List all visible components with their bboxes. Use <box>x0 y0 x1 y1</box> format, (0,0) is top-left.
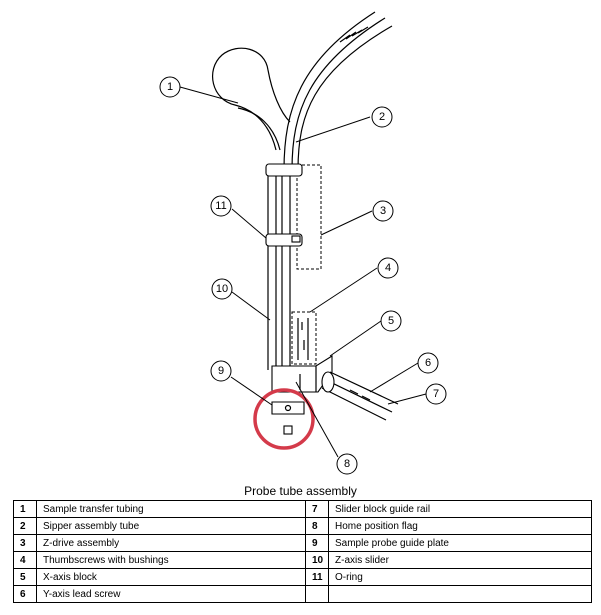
callout-label: 6 <box>425 357 431 369</box>
callout-10: 10 <box>211 278 233 300</box>
callout-label: 10 <box>216 283 228 295</box>
upper-clamp <box>265 163 303 177</box>
part-name: Home position flag <box>328 517 592 535</box>
part-number: 6 <box>13 585 37 603</box>
table-row: 1 Sample transfer tubing 7 Slider block … <box>13 500 592 518</box>
probe-tube-assembly-drawing: 1 2 3 4 5 6 7 8 9 10 11 <box>159 11 447 475</box>
z-axis-slider <box>267 168 291 370</box>
table-row: 5 X-axis block 11 O-ring <box>13 568 592 586</box>
callout-label: 7 <box>433 388 439 400</box>
part-name: Slider block guide rail <box>328 500 592 518</box>
part-number: 2 <box>13 517 37 535</box>
figure-caption: Probe tube assembly <box>244 484 357 498</box>
part-number: 3 <box>13 534 37 552</box>
part-name: Sample probe guide plate <box>328 534 592 552</box>
part-number: 8 <box>305 517 329 535</box>
callout-label: 2 <box>379 111 385 123</box>
callout-label: 11 <box>215 200 226 212</box>
table-row: 4 Thumbscrews with bushings 10 Z-axis sl… <box>13 551 592 569</box>
callout-label: 1 <box>167 81 173 93</box>
table-row: 3 Z-drive assembly 9 Sample probe guide … <box>13 534 592 552</box>
sipper-assembly-tube <box>283 11 376 171</box>
callout-5: 5 <box>380 310 402 332</box>
part-number: 9 <box>305 534 329 552</box>
y-axis-lead-screw <box>321 371 399 421</box>
callout-label: 9 <box>218 365 224 377</box>
part-name: X-axis block <box>36 568 306 586</box>
table-row: 6 Y-axis lead screw <box>13 585 592 603</box>
part-number: 1 <box>13 500 37 518</box>
part-number: 10 <box>305 551 329 569</box>
callout-label: 5 <box>388 315 394 327</box>
thumbscrews-outline <box>291 311 317 365</box>
part-name <box>328 585 592 603</box>
part-name: Z-drive assembly <box>36 534 306 552</box>
callout-11: 11 <box>210 195 232 217</box>
part-number: 5 <box>13 568 37 586</box>
callout-3: 3 <box>372 200 394 222</box>
callout-1: 1 <box>159 76 181 98</box>
table-row: 2 Sipper assembly tube 8 Home position f… <box>13 517 592 535</box>
callout-label: 8 <box>344 458 350 470</box>
part-name: Thumbscrews with bushings <box>36 551 306 569</box>
sample-probe-guide-plate <box>271 401 305 415</box>
callout-2: 2 <box>371 106 393 128</box>
part-name: Sample transfer tubing <box>36 500 306 518</box>
part-number <box>305 585 329 603</box>
parts-legend-table: 1 Sample transfer tubing 7 Slider block … <box>13 500 592 603</box>
part-number: 4 <box>13 551 37 569</box>
callout-4: 4 <box>377 257 399 279</box>
callout-label: 3 <box>380 205 386 217</box>
part-name: Z-axis slider <box>328 551 592 569</box>
callout-8: 8 <box>336 453 358 475</box>
z-drive-assembly-outline <box>296 164 322 270</box>
part-name: O-ring <box>328 568 592 586</box>
callout-9: 9 <box>210 360 232 382</box>
callout-7: 7 <box>425 383 447 405</box>
part-number: 11 <box>305 568 329 586</box>
callout-6: 6 <box>417 352 439 374</box>
callout-label: 4 <box>385 262 391 274</box>
part-name: Y-axis lead screw <box>36 585 306 603</box>
highlight-circle <box>253 388 315 450</box>
part-number: 7 <box>305 500 329 518</box>
part-name: Sipper assembly tube <box>36 517 306 535</box>
